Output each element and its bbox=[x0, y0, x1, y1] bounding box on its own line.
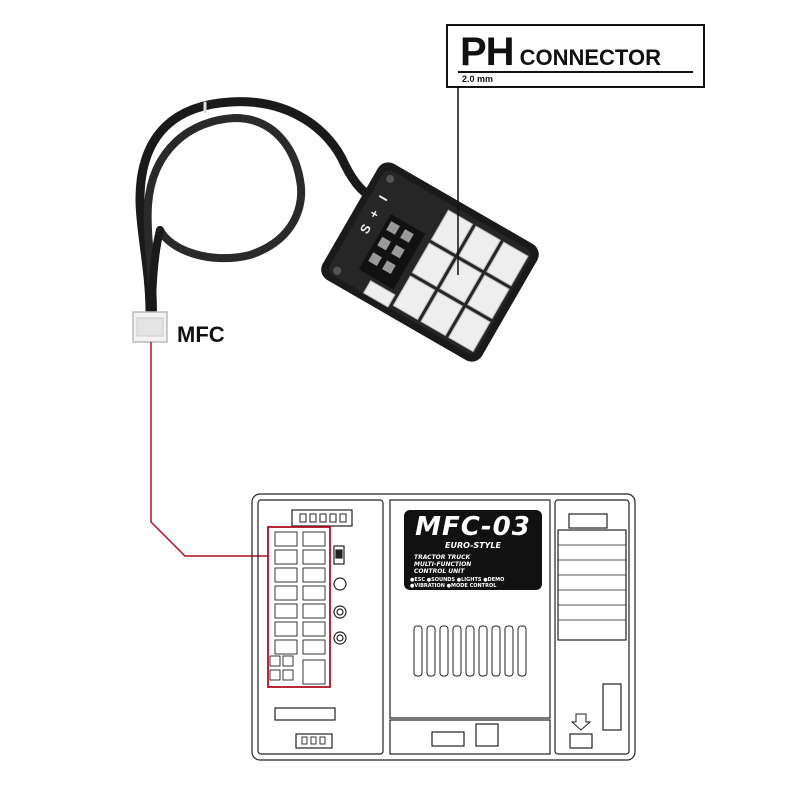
connector-bank bbox=[269, 531, 326, 685]
red-wire bbox=[150, 342, 268, 557]
control-unit bbox=[251, 493, 636, 761]
vent-grille bbox=[413, 625, 527, 677]
ph-title-small: CONNECTOR bbox=[519, 45, 661, 70]
mfc-plug bbox=[132, 311, 168, 343]
unit-feature-line: ●VIBRATION ●MODE CONTROL bbox=[410, 583, 497, 589]
mfc-label: MFC bbox=[177, 322, 225, 347]
unit-brand-plate: MFC-03 EURO-STYLE TRACTOR TRUCK MULTI-FU… bbox=[404, 510, 542, 590]
cable bbox=[135, 97, 383, 317]
unit-description: TRACTOR TRUCK MULTI-FUNCTION CONTROL UNI… bbox=[414, 554, 471, 575]
unit-description-line: TRACTOR TRUCK bbox=[414, 554, 471, 561]
mfc-port-highlight bbox=[267, 526, 331, 688]
screw-right bbox=[386, 174, 395, 183]
pin-header bbox=[358, 213, 426, 290]
ph-title-big: PH bbox=[460, 30, 515, 74]
unit-feature-line: ●ESC ●SOUNDS ●LIGHTS ●DEMO bbox=[410, 577, 505, 583]
screw-left bbox=[333, 266, 342, 275]
unit-description-line: CONTROL UNIT bbox=[414, 568, 465, 575]
ph-sockets bbox=[362, 209, 529, 353]
hub-label-1: I bbox=[376, 193, 391, 204]
ph-underline bbox=[458, 71, 693, 73]
unit-description-line: MULTI-FUNCTION bbox=[414, 561, 472, 568]
unit-subtitle: EURO-STYLE bbox=[445, 541, 501, 550]
ph-hub: I + S bbox=[321, 162, 539, 362]
ph-size-label: 2.0 mm bbox=[462, 74, 494, 84]
unit-features: ●ESC ●SOUNDS ●LIGHTS ●DEMO ●VIBRATION ●M… bbox=[410, 577, 504, 589]
unit-model: MFC-03 bbox=[415, 512, 531, 542]
